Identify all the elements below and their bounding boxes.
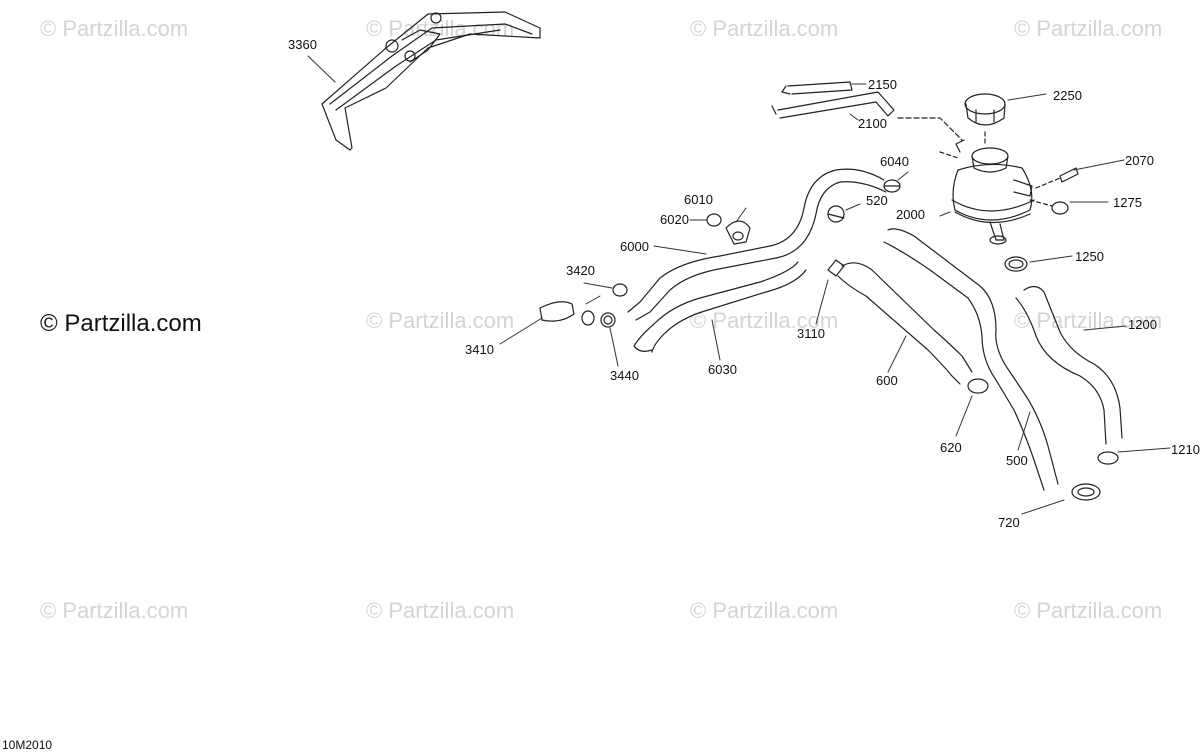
part-3440-clamp[interactable] [600, 312, 616, 328]
watermark: © Partzilla.com [1014, 598, 1163, 623]
callout-620[interactable]: 620 [940, 440, 962, 455]
leader-lines [307, 55, 1171, 515]
part-6040-clamp[interactable] [883, 179, 901, 193]
watermark: © Partzilla.com [40, 598, 189, 623]
part-3360-bracket[interactable] [321, 11, 541, 151]
part-6010-clip[interactable] [725, 220, 751, 245]
part-2150-hose[interactable] [781, 81, 853, 95]
callout-6010[interactable]: 6010 [684, 192, 713, 207]
callout-3110[interactable]: 3110 [797, 326, 825, 341]
part-2070-bolt[interactable] [1035, 167, 1079, 189]
part-1200-hose[interactable] [1015, 285, 1123, 445]
part-3420-clamps[interactable] [581, 283, 628, 326]
part-3410-fitting[interactable] [539, 301, 575, 322]
callout-1200[interactable]: 1200 [1128, 317, 1157, 332]
watermark: © Partzilla.com [690, 16, 839, 41]
callout-520[interactable]: 520 [866, 193, 888, 208]
callout-2250[interactable]: 2250 [1053, 88, 1082, 103]
callout-6040[interactable]: 6040 [880, 154, 909, 169]
callout-2100[interactable]: 2100 [858, 116, 887, 131]
callout-1210[interactable]: 1210 [1171, 442, 1200, 457]
watermark: © Partzilla.com [366, 598, 515, 623]
watermark: © Partzilla.com [690, 598, 839, 623]
part-1250-clamp[interactable] [1004, 256, 1028, 272]
callout-720[interactable]: 720 [998, 515, 1020, 530]
watermark: © Partzilla.com [1014, 16, 1163, 41]
callout-2150[interactable]: 2150 [868, 77, 897, 92]
diagram-code: 10M2010 [2, 738, 53, 752]
callout-2000[interactable]: 2000 [896, 207, 925, 222]
part-1210-clamp[interactable] [1097, 451, 1119, 465]
callout-1250[interactable]: 1250 [1075, 249, 1104, 264]
part-6020-nut[interactable] [706, 213, 722, 227]
callout-3420[interactable]: 3420 [566, 263, 595, 278]
callout-6030[interactable]: 6030 [708, 362, 737, 377]
watermark: © Partzilla.com [40, 16, 189, 41]
callout-3360[interactable]: 3360 [288, 37, 317, 52]
part-2000-reservoir[interactable] [939, 139, 1035, 245]
watermark: © Partzilla.com [690, 308, 839, 333]
watermark: © Partzilla.com [1014, 308, 1163, 333]
watermark: © Partzilla.com [366, 308, 515, 333]
callout-6000[interactable]: 6000 [620, 239, 649, 254]
part-6030-hose[interactable] [633, 261, 807, 353]
part-620-clamp[interactable] [967, 378, 989, 394]
callout-500[interactable]: 500 [1006, 453, 1028, 468]
part-2250-cap[interactable] [964, 93, 1006, 147]
callout-2070[interactable]: 2070 [1125, 153, 1154, 168]
part-6000-hose[interactable] [627, 168, 887, 321]
part-2100-hose[interactable] [771, 91, 963, 141]
callout-3410[interactable]: 3410 [465, 342, 494, 357]
callout-3440[interactable]: 3440 [610, 368, 639, 383]
part-720-clamp[interactable] [1071, 483, 1101, 501]
watermark-main: © Partzilla.com [40, 310, 202, 337]
callout-1275[interactable]: 1275 [1113, 195, 1142, 210]
part-500-hose[interactable] [883, 228, 1059, 491]
callout-600[interactable]: 600 [876, 373, 898, 388]
callout-6020[interactable]: 6020 [660, 212, 689, 227]
part-600-hose[interactable] [837, 262, 973, 385]
part-1275-nut[interactable] [1029, 199, 1069, 215]
part-520-clamp[interactable] [827, 205, 845, 277]
